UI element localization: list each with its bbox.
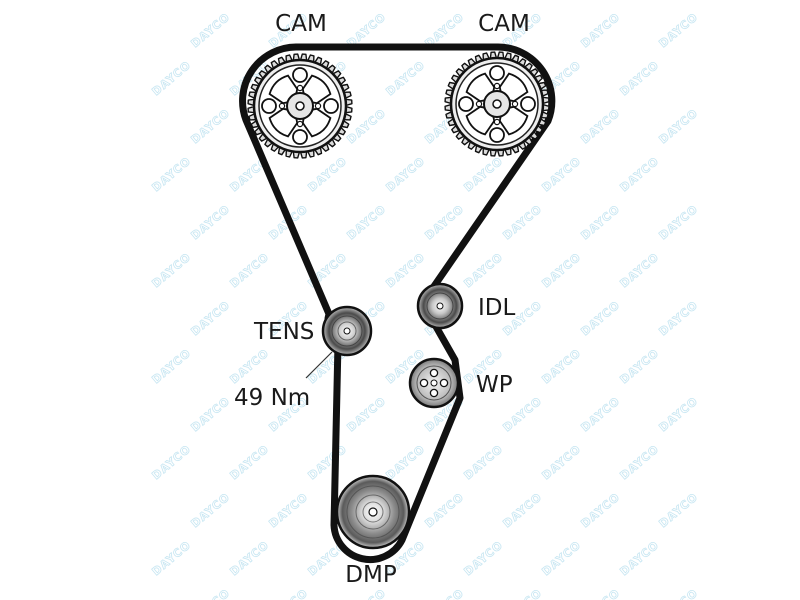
- watermark-text: DAYCO: [618, 58, 662, 98]
- watermark-text: DAYCO: [150, 538, 194, 578]
- watermark-text: DAYCO: [618, 538, 662, 578]
- watermark-text: DAYCO: [150, 442, 194, 482]
- cam-right-label: CAM: [478, 11, 530, 37]
- watermark-text: DAYCO: [189, 202, 233, 242]
- watermark-text: DAYCO: [423, 586, 467, 600]
- watermark-text: DAYCO: [657, 202, 701, 242]
- watermark-text: DAYCO: [462, 442, 506, 482]
- watermark-text: DAYCO: [540, 346, 584, 386]
- watermark-text: DAYCO: [657, 490, 701, 530]
- watermark-text: DAYCO: [423, 490, 467, 530]
- watermark-text: DAYCO: [657, 394, 701, 434]
- watermark-text: DAYCO: [189, 490, 233, 530]
- watermark-text: DAYCO: [228, 0, 272, 2]
- watermark-text: DAYCO: [345, 202, 389, 242]
- watermark-text: DAYCO: [540, 538, 584, 578]
- watermark-text: DAYCO: [579, 586, 623, 600]
- idler-pulley: [416, 282, 464, 330]
- watermark-text: DAYCO: [501, 490, 545, 530]
- watermark-text: DAYCO: [150, 154, 194, 194]
- watermark-text: DAYCO: [657, 298, 701, 338]
- watermark-text: DAYCO: [540, 0, 584, 2]
- watermark-text: DAYCO: [540, 154, 584, 194]
- watermark-text: DAYCO: [189, 10, 233, 50]
- watermark-text: DAYCO: [306, 442, 350, 482]
- watermark-text: DAYCO: [384, 0, 428, 2]
- watermark-text: DAYCO: [384, 250, 428, 290]
- watermark-text: DAYCO: [267, 586, 311, 600]
- watermark-text: DAYCO: [501, 202, 545, 242]
- watermark-text: DAYCO: [579, 490, 623, 530]
- watermark-text: DAYCO: [579, 106, 623, 146]
- cam-sprocket-right: [444, 51, 550, 157]
- watermark-text: DAYCO: [540, 442, 584, 482]
- watermark-text: DAYCO: [462, 0, 506, 2]
- watermark-text: DAYCO: [228, 538, 272, 578]
- watermark-text: DAYCO: [189, 106, 233, 146]
- watermark-text: DAYCO: [501, 394, 545, 434]
- watermark-text: DAYCO: [228, 346, 272, 386]
- watermark-text: DAYCO: [384, 442, 428, 482]
- watermark-text: DAYCO: [306, 0, 350, 2]
- watermark-text: DAYCO: [579, 10, 623, 50]
- torque-leader-line: [305, 351, 333, 379]
- watermark-text: DAYCO: [618, 250, 662, 290]
- watermark-text: DAYCO: [579, 202, 623, 242]
- tensioner-label: TENS: [253, 319, 314, 345]
- cam-sprocket-left: [247, 53, 353, 159]
- watermark-text: DAYCO: [384, 58, 428, 98]
- watermark-text: DAYCO: [306, 154, 350, 194]
- watermark-text: DAYCO: [228, 442, 272, 482]
- cam-left-label: CAM: [275, 11, 327, 37]
- watermark-text: DAYCO: [345, 394, 389, 434]
- watermark-text: DAYCO: [189, 586, 233, 600]
- watermark-text: DAYCO: [618, 442, 662, 482]
- watermark-text: DAYCO: [462, 250, 506, 290]
- watermark-text: DAYCO: [150, 250, 194, 290]
- water-pump-label: WP: [476, 372, 513, 398]
- watermark-text: DAYCO: [618, 0, 662, 2]
- tensioner-pulley: [321, 305, 373, 357]
- watermark-text: DAYCO: [189, 298, 233, 338]
- watermark-text: DAYCO: [189, 394, 233, 434]
- watermark-text: DAYCO: [540, 250, 584, 290]
- watermark-text: DAYCO: [150, 346, 194, 386]
- watermark-text: DAYCO: [657, 10, 701, 50]
- idler-label: IDL: [478, 295, 515, 321]
- watermark-text: DAYCO: [150, 0, 194, 2]
- watermark-text: DAYCO: [618, 346, 662, 386]
- damper-label: DMP: [345, 562, 397, 588]
- watermark-text: DAYCO: [345, 586, 389, 600]
- watermark-text: DAYCO: [462, 538, 506, 578]
- watermark-text: DAYCO: [267, 490, 311, 530]
- watermark-text: DAYCO: [579, 298, 623, 338]
- watermark-text: DAYCO: [384, 154, 428, 194]
- watermark-text: DAYCO: [228, 250, 272, 290]
- watermark-text: DAYCO: [423, 202, 467, 242]
- water-pump-pulley: [408, 357, 460, 409]
- watermark-text: DAYCO: [618, 154, 662, 194]
- timing-belt: [239, 43, 556, 564]
- watermark-text: DAYCO: [501, 586, 545, 600]
- damper-pulley: [335, 474, 411, 550]
- torque-label: 49 Nm: [234, 385, 310, 411]
- watermark-text: DAYCO: [657, 586, 701, 600]
- watermark-text: DAYCO: [579, 394, 623, 434]
- watermark-text: DAYCO: [657, 106, 701, 146]
- watermark-text: DAYCO: [150, 58, 194, 98]
